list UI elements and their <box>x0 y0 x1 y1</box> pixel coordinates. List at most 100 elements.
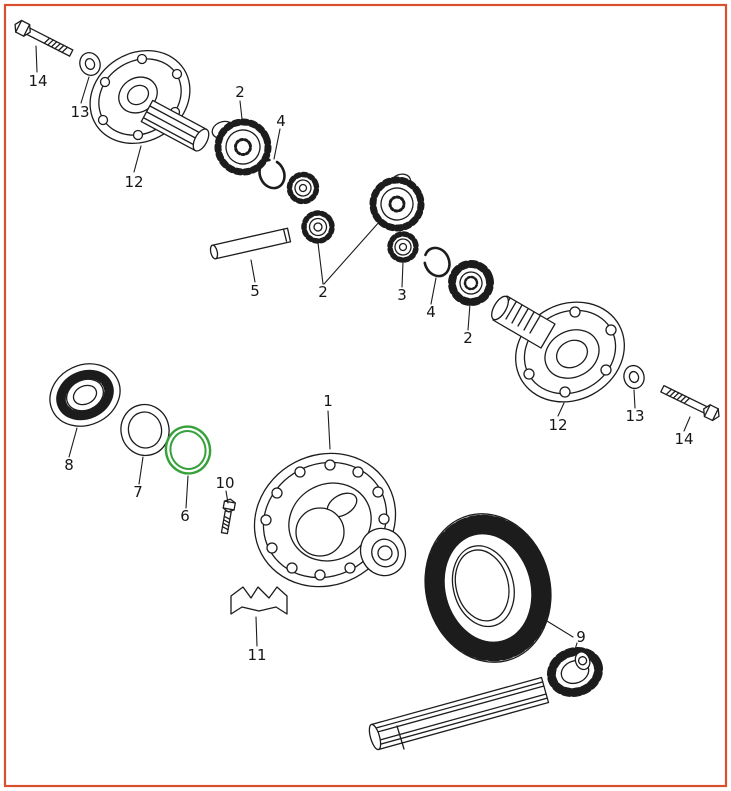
shaft-spline <box>146 111 202 142</box>
callout-11[interactable]: 11 <box>247 646 266 664</box>
leader-line <box>317 242 324 285</box>
gear-teeth <box>546 646 604 698</box>
diagram-frame <box>3 3 728 788</box>
bolt-hole <box>97 114 109 126</box>
bolt-hole <box>372 486 384 498</box>
callout-13-left[interactable]: 13 <box>70 103 89 121</box>
gear-spline <box>388 195 406 213</box>
callout-9[interactable]: 9 <box>576 628 586 646</box>
callout-3[interactable]: 3 <box>397 286 407 304</box>
part-output-flange-right[interactable] <box>488 283 642 420</box>
bolt-hole <box>286 562 298 574</box>
bolt-hole <box>324 459 336 471</box>
leader-line <box>572 642 578 657</box>
leader-line <box>327 410 331 450</box>
part-output-flange-left[interactable] <box>73 32 212 162</box>
callout-4-middle[interactable]: 4 <box>426 303 436 321</box>
leader-line <box>633 389 636 409</box>
part-differential-housing[interactable] <box>231 429 419 611</box>
ring-gear-hole-edge <box>454 549 510 622</box>
gear-spline <box>234 138 252 156</box>
part-snap-ring-upper[interactable] <box>255 156 289 192</box>
gear-teeth <box>387 231 419 263</box>
leader-line <box>557 402 565 417</box>
bolt-head-facet <box>223 500 236 504</box>
bolt-head-facet <box>703 404 711 418</box>
part-splined-gear-right[interactable] <box>448 260 495 307</box>
callout-1[interactable]: 1 <box>323 392 333 410</box>
part-side-gear-right[interactable] <box>365 170 428 234</box>
part-roller-bearing[interactable] <box>40 353 131 438</box>
gear-bore <box>398 242 408 252</box>
snap-ring <box>423 246 451 278</box>
shaft-end <box>368 723 382 751</box>
part-spacer-ring-highlighted[interactable] <box>162 422 215 477</box>
callout-12-right[interactable]: 12 <box>548 416 567 434</box>
leader-line <box>80 76 90 104</box>
callout-13-right[interactable]: 13 <box>625 407 644 425</box>
part-spring-washer-left[interactable] <box>77 50 104 78</box>
part-shim[interactable] <box>116 400 174 460</box>
bolt-hole <box>344 562 356 574</box>
callout-2-middle[interactable]: 2 <box>318 283 328 301</box>
shaft-step <box>396 725 405 750</box>
part-flange-bolt-right[interactable] <box>660 383 722 422</box>
leader-line <box>68 427 78 458</box>
callout-6[interactable]: 6 <box>180 507 190 525</box>
bolt-thread <box>223 519 230 524</box>
shaft-spline <box>149 105 205 136</box>
shaft-chamfer <box>282 228 288 242</box>
part-snap-ring-right[interactable] <box>420 244 454 280</box>
callout-14-left[interactable]: 14 <box>28 72 47 90</box>
part-flange-bolt-left[interactable] <box>12 19 74 59</box>
leader-line <box>546 620 574 638</box>
gear-teeth <box>301 210 335 244</box>
callout-5[interactable]: 5 <box>250 282 260 300</box>
callout-7[interactable]: 7 <box>133 483 143 501</box>
leader-line <box>239 100 243 120</box>
part-pinion-right[interactable] <box>386 230 419 263</box>
part-pinion-shaft[interactable] <box>367 645 604 751</box>
shaft-spline <box>511 304 523 324</box>
leader-line <box>323 220 381 285</box>
part-cross-shaft[interactable] <box>209 227 292 260</box>
pinion-gear-head <box>546 646 604 698</box>
shaft-spline <box>517 308 529 327</box>
shaft-spline <box>375 693 547 742</box>
bolt-thread <box>676 393 683 401</box>
part-ring-gear[interactable] <box>409 500 568 677</box>
gear-bore <box>298 183 308 193</box>
leader-line <box>185 475 189 509</box>
callout-2-right[interactable]: 2 <box>463 329 473 347</box>
callout-2-top[interactable]: 2 <box>235 83 245 101</box>
leader-line <box>430 277 437 305</box>
part-pinion-upper-b[interactable] <box>300 209 336 245</box>
bolt-thread <box>669 390 676 397</box>
callout-labels: 14 13 12 2 4 5 2 3 4 2 12 13 14 8 7 6 10… <box>28 72 693 664</box>
bolt-thread <box>47 39 54 46</box>
callout-4-top[interactable]: 4 <box>276 112 286 130</box>
part-spring-washer-right[interactable] <box>621 363 646 390</box>
callout-10[interactable]: 10 <box>215 474 234 492</box>
part-lock-plate[interactable] <box>230 586 288 615</box>
callout-8[interactable]: 8 <box>64 456 74 474</box>
leader-line <box>133 145 142 173</box>
bolt-hole <box>260 514 272 526</box>
bearing-rollers <box>56 370 114 420</box>
part-pinion-upper-a[interactable] <box>286 171 321 206</box>
callout-14-right[interactable]: 14 <box>674 430 693 448</box>
bolt-thread <box>221 526 229 531</box>
bolt-thread <box>223 515 231 520</box>
bolt-head-facet <box>711 408 719 422</box>
bolt-thread <box>54 42 61 50</box>
part-small-bolt[interactable] <box>219 498 236 535</box>
flange-hub-bore <box>555 339 589 369</box>
bolt-hole <box>559 386 571 398</box>
housing-opening <box>295 507 345 557</box>
part-side-gear-upper[interactable] <box>209 109 275 179</box>
bolt-hole <box>314 569 326 581</box>
callout-12-left[interactable]: 12 <box>124 173 143 191</box>
leader-line <box>683 416 691 432</box>
